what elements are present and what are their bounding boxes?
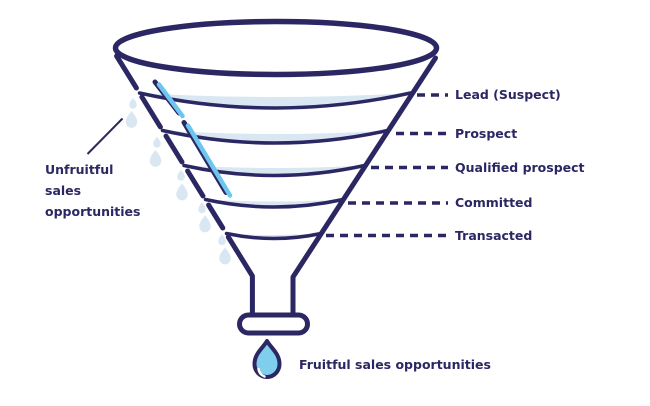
droplet-icon [198, 202, 206, 214]
droplet-highlight [257, 367, 266, 378]
droplet-icon [218, 234, 226, 246]
stage-label-transacted: Transacted [455, 228, 533, 243]
band-lead-arc [137, 91, 413, 110]
funnel-left-wall [114, 53, 255, 319]
stage-label-prospect: Prospect [455, 126, 518, 141]
fruitful-note: Fruitful sales opportunities [299, 357, 491, 372]
band-committed-arc [203, 197, 345, 209]
left-wall-segment-1 [114, 53, 139, 91]
band-qualified-arc [182, 163, 367, 178]
stage-label-lead: Lead (Suspect) [455, 87, 561, 102]
droplet-icon [153, 136, 161, 148]
unfruitful-note-line1: Unfruitful [45, 162, 114, 177]
droplet-icon [176, 183, 188, 201]
droplet-icon [177, 169, 185, 181]
droplet-icon [125, 110, 138, 128]
stage-label-committed: Committed [455, 195, 533, 210]
droplet-icon [129, 97, 137, 109]
spout-rim [237, 312, 310, 336]
unfruitful-note: Unfruitful sales opportunities [45, 159, 140, 222]
left-wall-segment-2 [139, 94, 163, 130]
droplet-icon [252, 339, 282, 379]
funnel-top-ellipse [112, 18, 440, 78]
stage-leader-lines [326, 93, 448, 238]
leak-drops [125, 97, 231, 265]
crack-line-1 [156, 82, 185, 119]
unfruitful-pointer-line [86, 117, 124, 155]
left-wall-segment-3 [163, 133, 185, 165]
droplet-icon [149, 149, 162, 167]
left-wall-segment-5 [206, 202, 226, 231]
unfruitful-note-line2: sales [45, 183, 82, 198]
funnel-right-wall [290, 55, 438, 319]
droplet-icon [199, 215, 211, 233]
unfruitful-note-line3: opportunities [45, 204, 141, 219]
left-wall-segment-4 [185, 168, 206, 199]
droplet-icon [219, 247, 231, 265]
band-transacted-arc [224, 231, 323, 241]
crack-lines [152, 79, 233, 198]
stage-label-qualified: Qualified prospect [455, 160, 585, 175]
crack-line-2 [185, 123, 233, 198]
output-drop [252, 339, 282, 379]
left-wall-segment-6 [225, 234, 255, 319]
